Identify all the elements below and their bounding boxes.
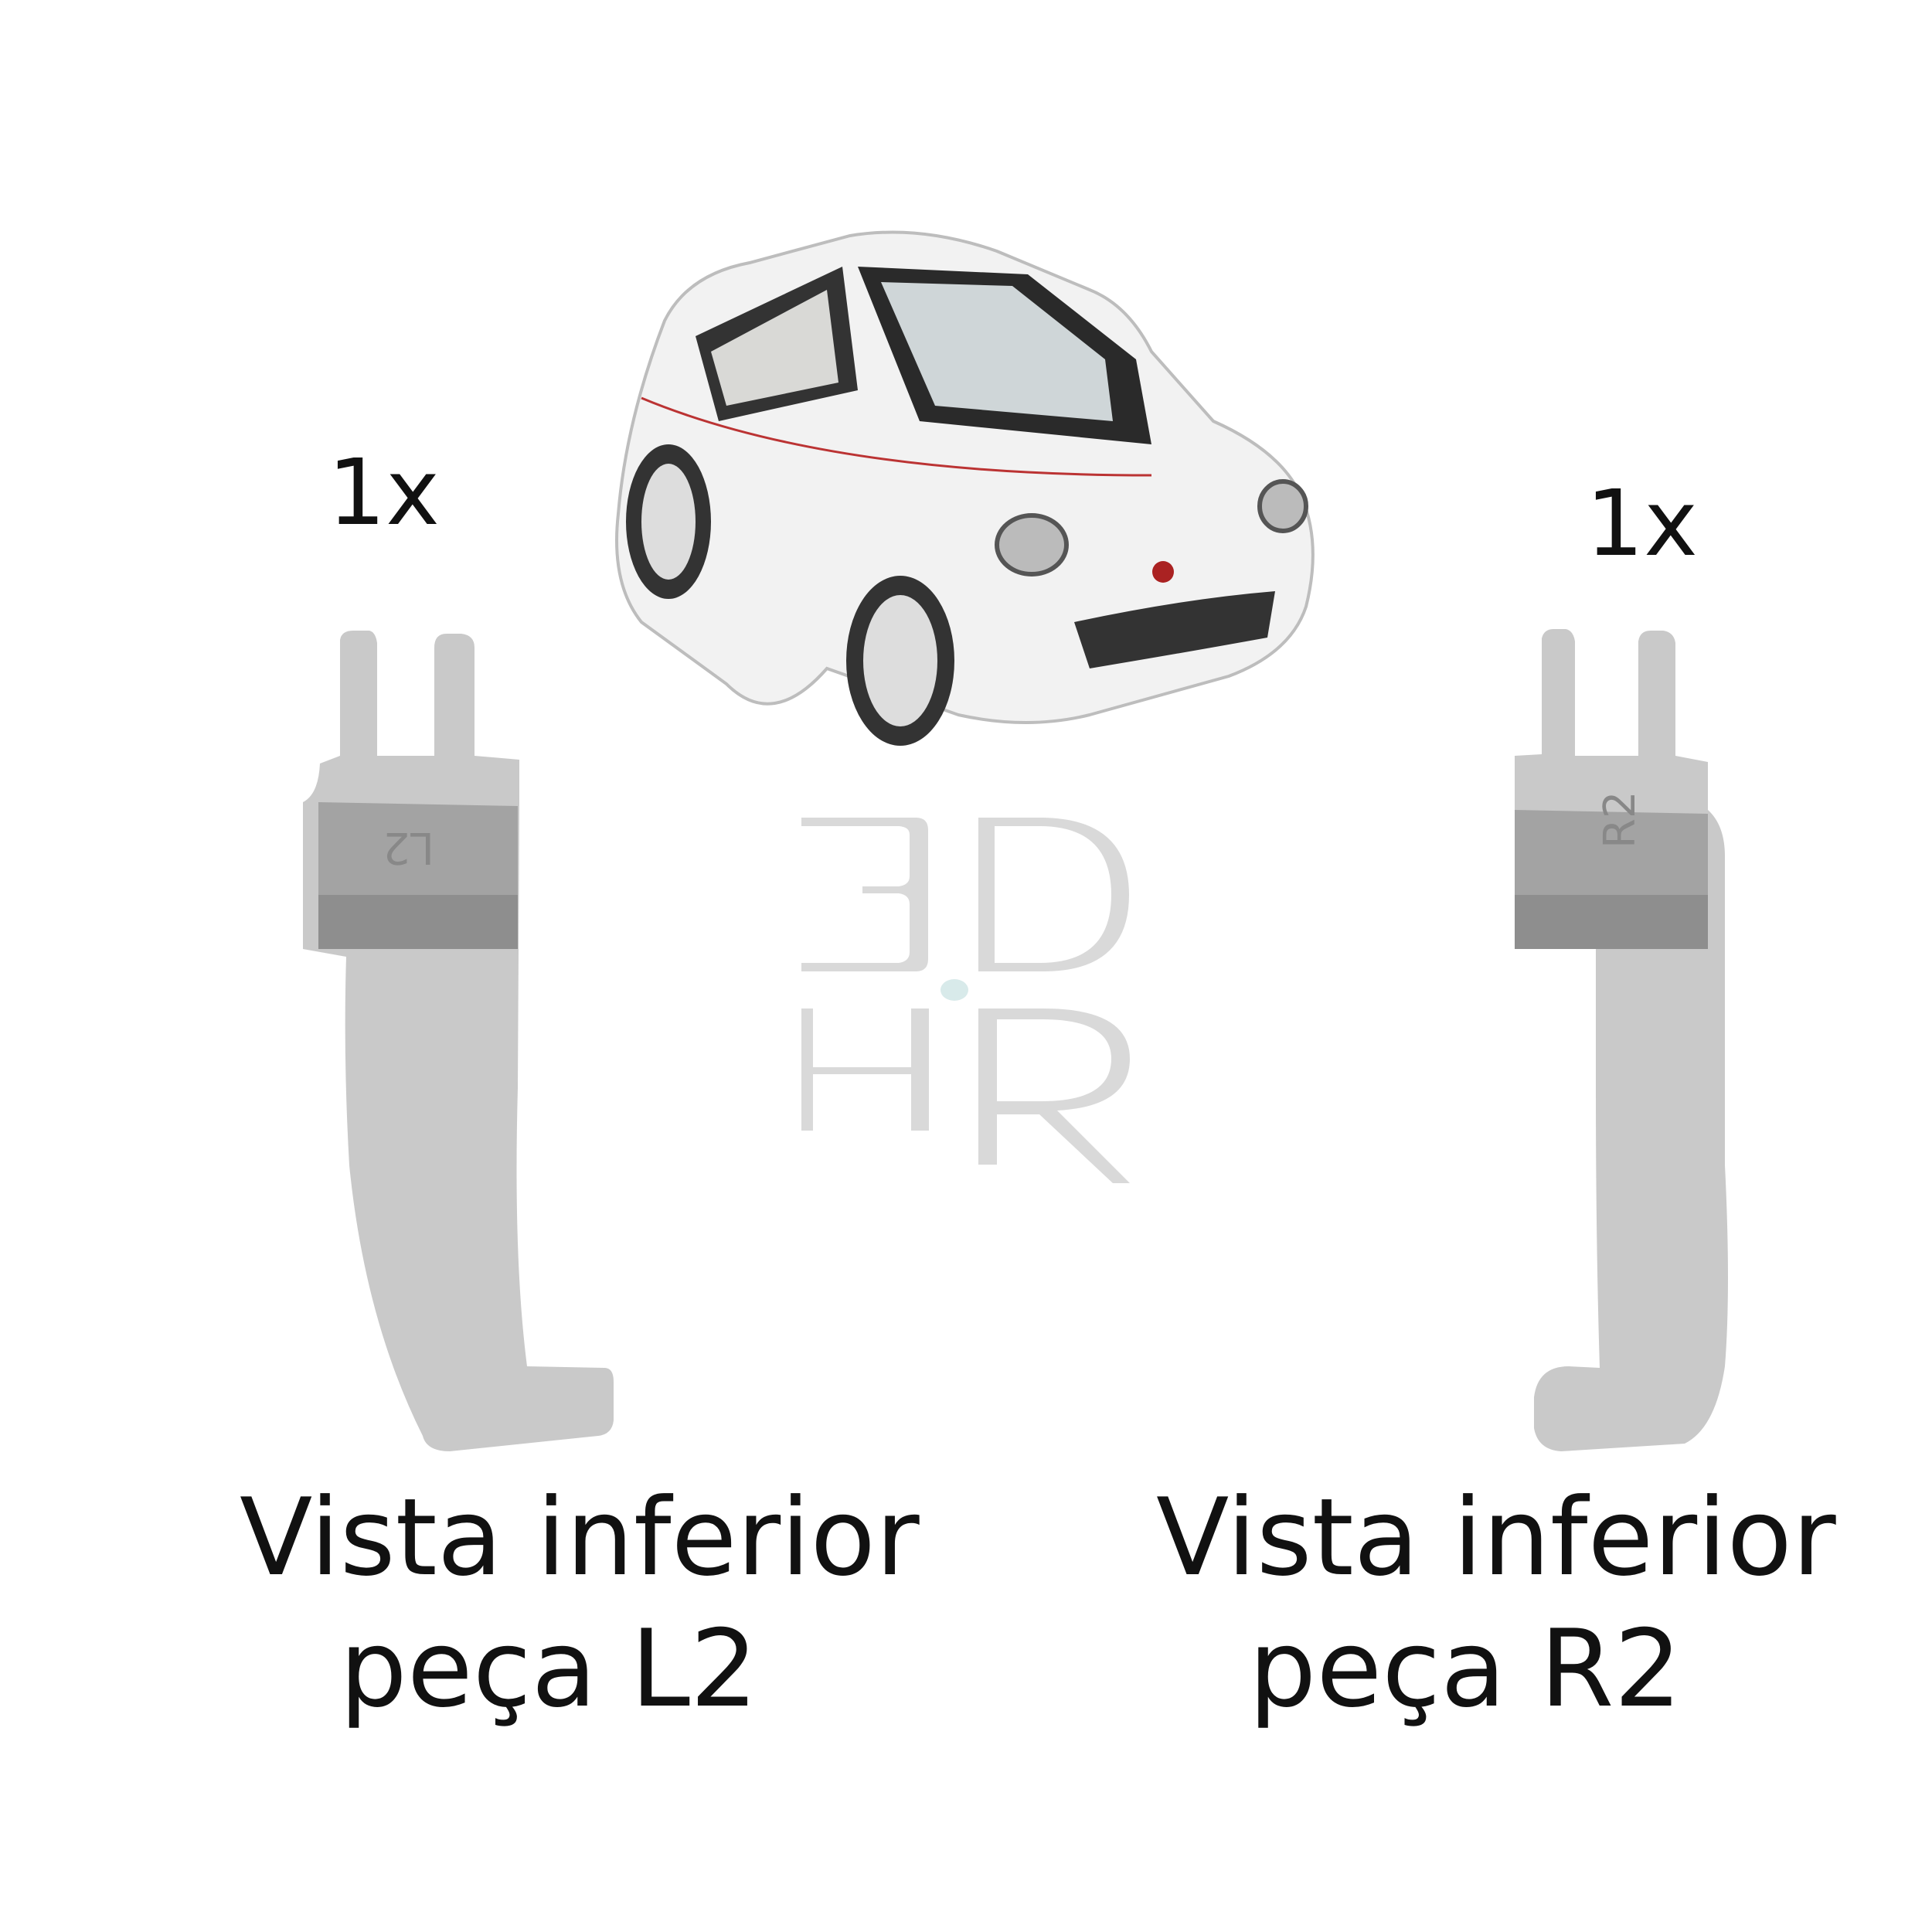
part-engraving: R2: [1595, 791, 1645, 849]
part-engraving: L2: [383, 822, 434, 872]
left-quantity-label: 1x: [328, 439, 440, 546]
right-quantity-label: 1x: [1586, 470, 1698, 577]
right-caption: Vista inferior peça R2: [1156, 1472, 1836, 1735]
part-r2-image: R2: [1515, 629, 1728, 1451]
part-l2-image: L2: [303, 631, 614, 1451]
right-caption-line2: peça R2: [1248, 1607, 1682, 1731]
left-caption-line2: peça L2: [339, 1607, 758, 1731]
left-caption-line1: Vista inferior: [240, 1475, 920, 1600]
car-image: [615, 230, 1315, 746]
left-caption: Vista inferior peça L2: [240, 1472, 920, 1735]
right-caption-line1: Vista inferior: [1156, 1475, 1836, 1600]
